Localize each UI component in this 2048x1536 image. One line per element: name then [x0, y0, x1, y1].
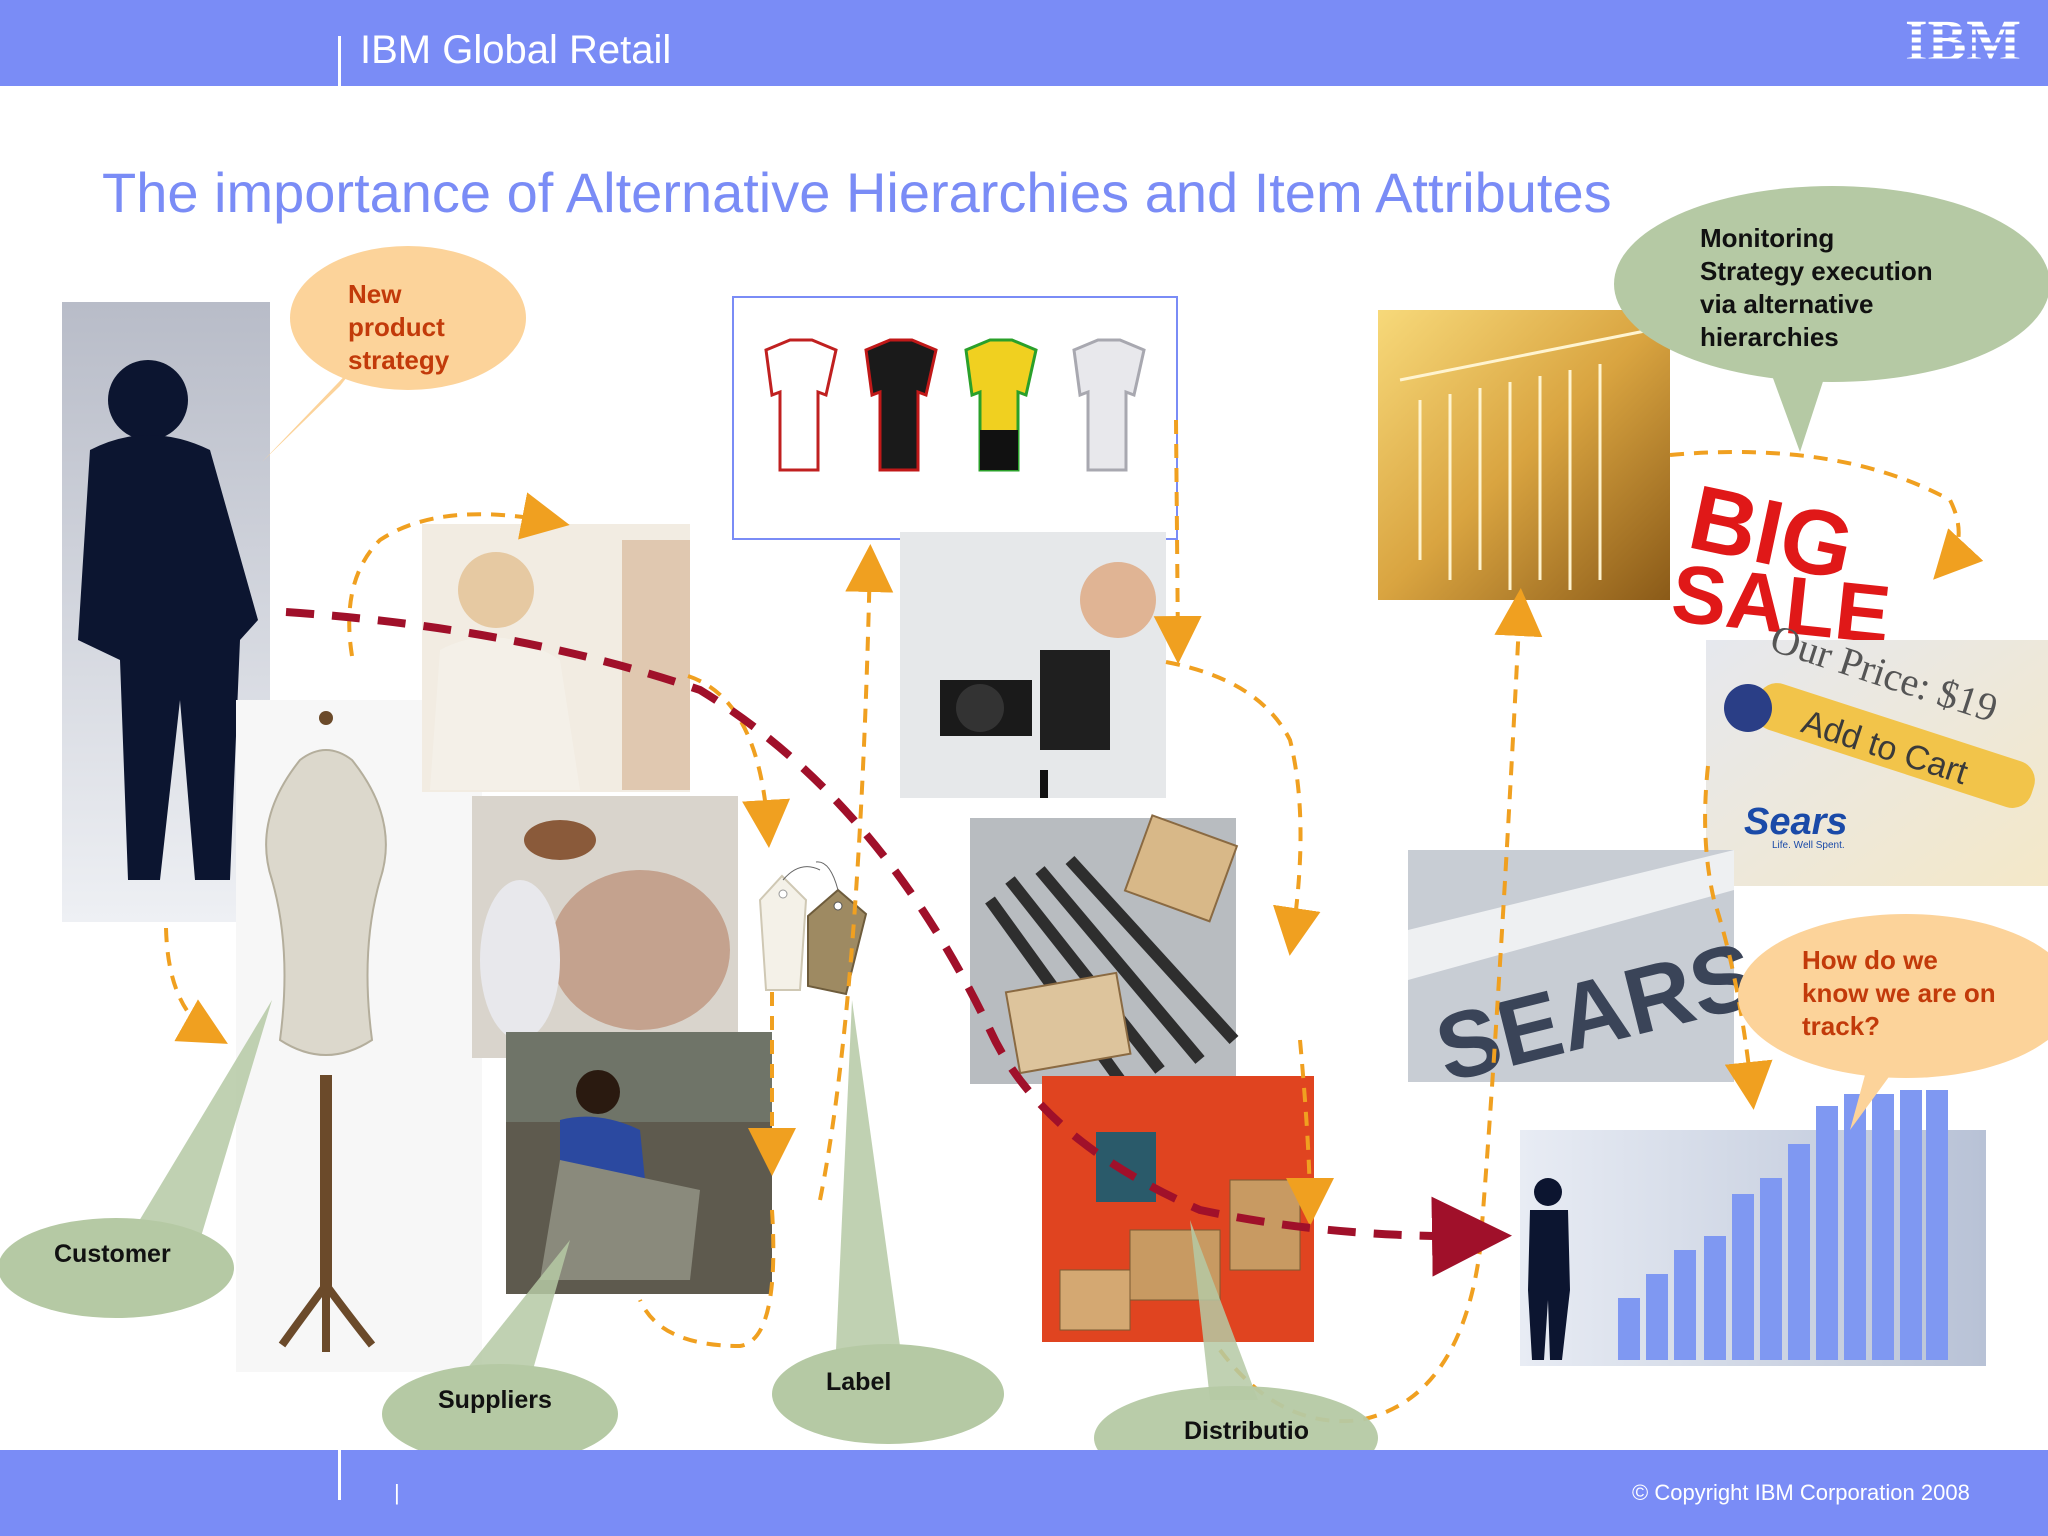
slide-title: The importance of Alternative Hierarchie… [102, 161, 1612, 224]
designer-photo [422, 524, 690, 792]
distribution-truck-photo [1042, 1076, 1314, 1342]
customer-pointer [130, 1000, 272, 1240]
customer-label-ellipse [0, 1218, 234, 1318]
mannequin-image [236, 700, 482, 1372]
photographer-photo [900, 532, 1166, 798]
label-tags-image [758, 861, 868, 996]
monitoring-bubble [1614, 186, 2048, 382]
suppliers-pointer [466, 1240, 570, 1380]
supplier-factory-photo [506, 1032, 772, 1294]
svg-text:Sears: Sears [1744, 801, 1848, 843]
process-flow-red [285, 608, 1512, 1277]
sears-store-photo: SEARS [1408, 850, 1765, 1102]
label-label-ellipse [772, 1344, 1004, 1444]
new-strategy-bubble [290, 246, 526, 390]
copyright-text: © Copyright IBM Corporation 2008 [1632, 1480, 1970, 1505]
customer-label: Customer [54, 1240, 171, 1268]
footer-divider [338, 1450, 341, 1500]
suppliers-label: Suppliers [438, 1386, 552, 1414]
process-flow-orange [164, 419, 1984, 1424]
conveyor-photo [970, 814, 1239, 1084]
sears-web-image: Our Price: $19 Add to Cart Sears Life. W… [1706, 615, 2048, 886]
growth-chart-image [1520, 1090, 1986, 1366]
new-strategy-pointer [262, 360, 360, 462]
distribution-pointer [1190, 1220, 1258, 1400]
jerseys-image [732, 296, 1178, 540]
footer-pipe: | [394, 1480, 400, 1505]
footer-band [0, 1450, 2048, 1536]
suppliers-label-ellipse [382, 1364, 618, 1464]
svg-text:Life. Well Spent.: Life. Well Spent. [1772, 840, 1845, 851]
monitoring-pointer [1770, 360, 1830, 452]
new-strategy-text: New product strategy [348, 279, 450, 375]
monitoring-text: Monitoring Strategy execution via altern… [1700, 223, 1933, 352]
customer-photo [62, 302, 270, 922]
clothes-rack-photo [1378, 310, 1670, 600]
on-track-text: How do we know we are on track? [1802, 945, 1996, 1041]
label-pointer [836, 1000, 900, 1350]
header-divider [338, 36, 341, 86]
header-title: IBM Global Retail [360, 28, 672, 72]
on-track-bubble [1738, 914, 2048, 1078]
yarn-photo [472, 796, 738, 1058]
ibm-logo: IBM [1892, 10, 2034, 70]
label-label: Label [826, 1368, 892, 1396]
header-band [0, 0, 2048, 86]
